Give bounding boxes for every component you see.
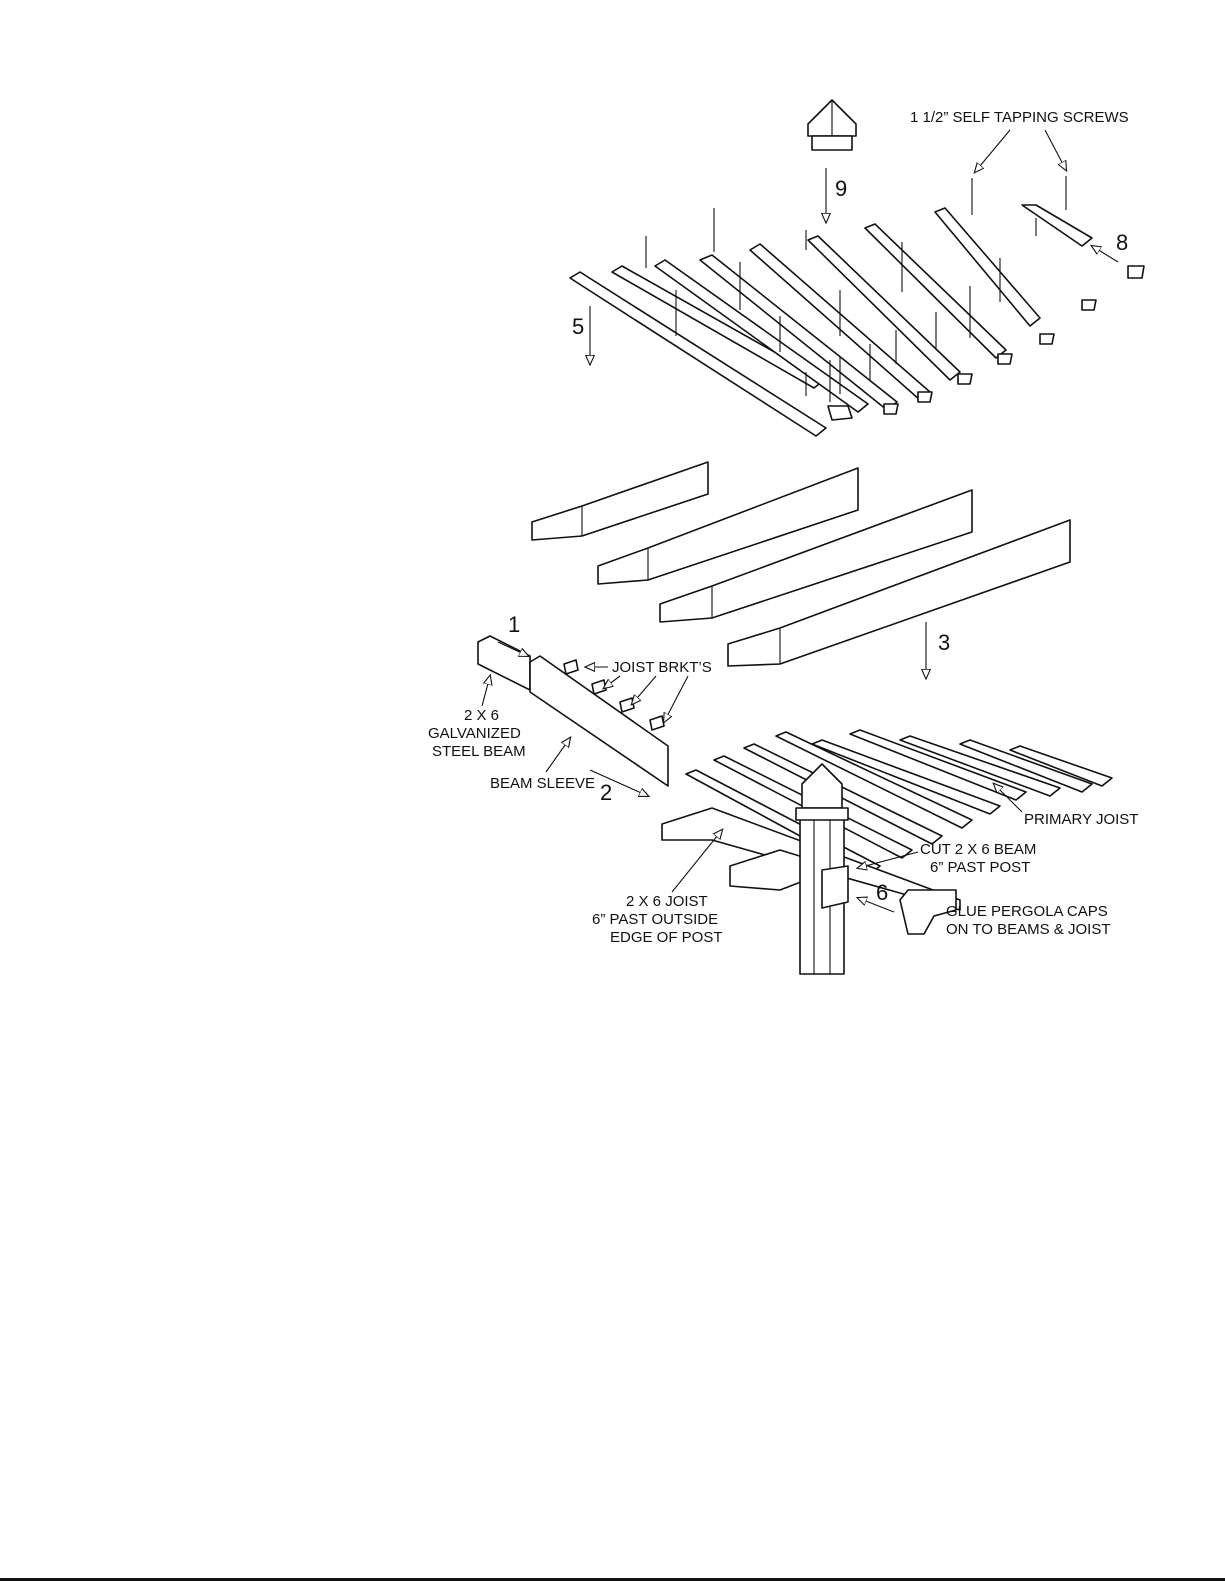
arrow-screws-b bbox=[1045, 130, 1066, 170]
primary-joist-label: PRIMARY JOIST bbox=[1024, 811, 1138, 828]
arrow-screws-a bbox=[975, 130, 1010, 172]
arrow-step-8 bbox=[1092, 246, 1118, 262]
steel-beam-label-2: GALVANIZED bbox=[428, 725, 521, 742]
beam-sleeve-label: BEAM SLEEVE bbox=[490, 775, 595, 792]
step-9: 9 bbox=[835, 176, 847, 201]
arrow-brackets-4 bbox=[664, 676, 688, 722]
post-cap-top bbox=[808, 100, 856, 150]
joist-label-3: EDGE OF POST bbox=[610, 929, 723, 946]
arrow-steel-beam bbox=[482, 676, 490, 706]
step-1: 1 bbox=[508, 612, 520, 637]
bottom-rule bbox=[0, 1578, 1225, 1581]
arrow-brackets-2 bbox=[604, 676, 620, 688]
steel-beam-label-1: 2 X 6 bbox=[464, 707, 499, 724]
joist-label-2: 6” PAST OUTSIDE bbox=[592, 911, 718, 928]
steel-beam-label-3: STEEL BEAM bbox=[432, 743, 526, 760]
cut-beam-label-1: CUT 2 X 6 BEAM bbox=[920, 841, 1036, 858]
arrow-step-2 bbox=[590, 770, 648, 796]
joist-brackets-label: JOIST BRKT’S bbox=[612, 659, 712, 676]
arrow-beam-sleeve bbox=[546, 738, 570, 772]
step-2: 2 bbox=[600, 780, 612, 805]
step-3: 3 bbox=[938, 630, 950, 655]
step-5: 5 bbox=[572, 314, 584, 339]
glue-label-1: GLUE PERGOLA CAPS bbox=[946, 903, 1108, 920]
beams bbox=[532, 462, 1070, 666]
cut-beam-label-2: 6” PAST POST bbox=[930, 859, 1030, 876]
arrow-brackets-3 bbox=[632, 676, 656, 704]
screws-label: 1 1/2” SELF TAPPING SCREWS bbox=[910, 109, 1129, 126]
step-6: 6 bbox=[876, 880, 888, 905]
glue-label-2: ON TO BEAMS & JOIST bbox=[946, 921, 1110, 938]
step-8: 8 bbox=[1116, 230, 1128, 255]
rafter-slats bbox=[570, 176, 1092, 436]
joist-label-1: 2 X 6 JOIST bbox=[626, 893, 708, 910]
